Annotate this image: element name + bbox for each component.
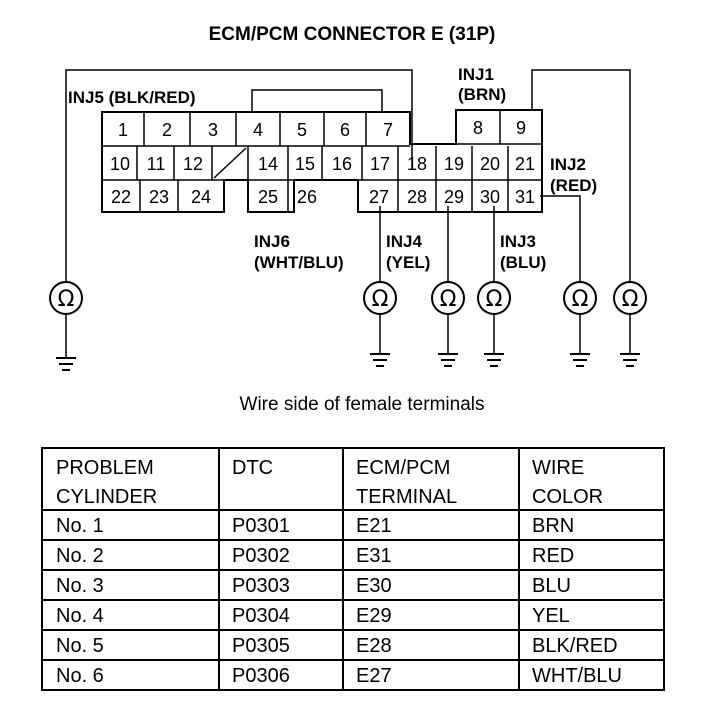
pin-18: 18 (407, 154, 427, 174)
inj2-color: (RED) (550, 176, 597, 195)
table-header: CYLINDER (56, 486, 157, 508)
table-cell: P0302 (232, 545, 290, 567)
ohm-icon: Ω (486, 287, 503, 312)
pin-15: 15 (295, 154, 315, 174)
inj2-label: INJ2 (550, 155, 586, 174)
table-cell: P0304 (232, 605, 290, 627)
pin-29: 29 (444, 187, 464, 207)
ohm-icon: Ω (572, 287, 589, 312)
table-cell: No. 4 (56, 605, 104, 627)
ohm-icon: Ω (440, 287, 457, 312)
pin-8: 8 (473, 118, 483, 138)
pin-17: 17 (370, 154, 390, 174)
pin-4: 4 (253, 120, 263, 140)
table-cell: BRN (532, 515, 574, 537)
pin-1: 1 (118, 120, 128, 140)
inj5-label: INJ5 (BLK/RED) (68, 88, 196, 107)
pin-25: 25 (258, 187, 278, 207)
table-cell: P0301 (232, 515, 290, 537)
table-header: WIRE (532, 457, 584, 479)
ohm-icon: Ω (372, 287, 389, 312)
ohmmeter-5: Ω (563, 281, 597, 367)
diagram-caption: Wire side of female terminals (240, 394, 485, 415)
inj6-color: (WHT/BLU) (254, 253, 344, 272)
ohmmeter-4: Ω (477, 281, 511, 367)
pin-27: 27 (369, 187, 389, 207)
table-cell: YEL (532, 605, 570, 627)
table-cell: E28 (356, 635, 392, 657)
pin-10: 10 (110, 154, 130, 174)
inj1-color: (BRN) (458, 85, 506, 104)
ohmmeter-1: Ω (49, 281, 83, 371)
ohm-icon: Ω (622, 287, 639, 312)
table-cell: P0303 (232, 575, 290, 597)
table-header: TERMINAL (356, 486, 457, 508)
table-cell: No. 6 (56, 665, 104, 687)
table-cell: No. 3 (56, 575, 104, 597)
table-cell: No. 2 (56, 545, 104, 567)
pin-28: 28 (407, 187, 427, 207)
pin-22: 22 (111, 187, 131, 207)
pin-20: 20 (480, 154, 500, 174)
pin-30: 30 (480, 187, 500, 207)
table-cell: BLU (532, 575, 571, 597)
ohmmeter-6: Ω (613, 281, 647, 367)
pin-3: 3 (208, 120, 218, 140)
table-cell: No. 1 (56, 515, 104, 537)
table-cell: E29 (356, 605, 392, 627)
table-cell: E31 (356, 545, 392, 567)
ohmmeter-2: Ω (363, 281, 397, 367)
ohmmeter-3: Ω (431, 281, 465, 367)
pin-12: 12 (183, 154, 203, 174)
table-cell: E27 (356, 665, 392, 687)
pin-26: 26 (297, 187, 317, 207)
table-cell: WHT/BLU (532, 665, 622, 687)
inj1-label: INJ1 (458, 65, 494, 84)
table-header: DTC (232, 457, 273, 479)
pin-31: 31 (515, 187, 535, 207)
table-header: ECM/PCM (356, 457, 450, 479)
table-header: PROBLEM (56, 457, 154, 479)
wires (65, 69, 631, 282)
dtc-table: PROBLEM CYLINDER DTC ECM/PCM TERMINAL WI… (41, 447, 665, 691)
table-cell: No. 5 (56, 635, 104, 657)
table-cell: P0305 (232, 635, 290, 657)
table-cell: E30 (356, 575, 392, 597)
table-cell: RED (532, 545, 574, 567)
inj3-label: INJ3 (500, 232, 536, 251)
pin-23: 23 (149, 187, 169, 207)
pin-9: 9 (516, 118, 526, 138)
inj6-label: INJ6 (254, 232, 290, 251)
inj4-color: (YEL) (386, 253, 430, 272)
pin-16: 16 (332, 154, 352, 174)
inj4-label: INJ4 (386, 232, 422, 251)
table-cell: E21 (356, 515, 392, 537)
connector-grid (102, 110, 542, 212)
pin-6: 6 (340, 120, 350, 140)
inj3-color: (BLU) (500, 253, 546, 272)
ohm-icon: Ω (58, 287, 75, 312)
table-header: COLOR (532, 486, 603, 508)
pin-21: 21 (515, 154, 535, 174)
pin-2: 2 (162, 120, 172, 140)
pin-11: 11 (147, 154, 166, 174)
table-cell: BLK/RED (532, 635, 618, 657)
diagram-title: ECM/PCM CONNECTOR E (31P) (209, 24, 496, 45)
pin-7: 7 (383, 120, 393, 140)
pin-14: 14 (258, 154, 278, 174)
pin-19: 19 (444, 154, 464, 174)
table-cell: P0306 (232, 665, 290, 687)
pin-5: 5 (297, 120, 307, 140)
pin-24: 24 (191, 187, 211, 207)
